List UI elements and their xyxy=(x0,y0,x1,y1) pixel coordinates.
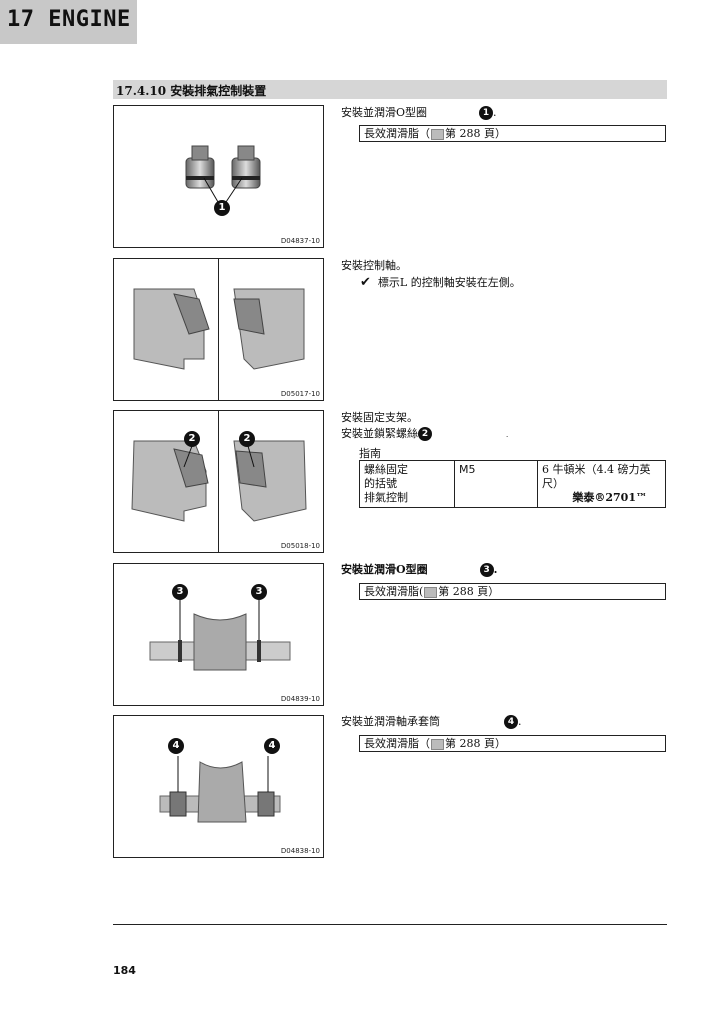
lubricant-ref-1: 長效潤滑脂（第 288 頁） xyxy=(359,125,666,142)
figure-control-shaft: D05017-10 xyxy=(113,258,324,401)
section-heading: 17.4.10 安裝排氣控制裝置 xyxy=(113,80,667,99)
page-ref-icon xyxy=(431,128,444,140)
guide-label: 指南 xyxy=(359,447,381,460)
shaft-illustration xyxy=(149,599,291,671)
figure-callout-3a: 3 xyxy=(172,584,188,600)
step-2-text: 安裝控制軸。 xyxy=(341,259,407,272)
figure-o-rings-shaft: 3 3 D04839-10 xyxy=(113,563,324,706)
lubricant-ref-3: 長效潤滑脂(第 288 頁） xyxy=(359,583,666,600)
step-3-text-a: 安裝固定支架。 xyxy=(341,411,418,424)
lubricant-ref-4: 長效潤滑脂（第 288 頁） xyxy=(359,735,666,752)
chapter-title: 17 ENGINE xyxy=(7,7,131,32)
shaft-sleeve-illustration xyxy=(159,756,281,823)
figure-callout-3b: 3 xyxy=(251,584,267,600)
figure-callout-4a: 4 xyxy=(168,738,184,754)
footer-divider xyxy=(113,924,667,925)
check-icon: ✔ xyxy=(360,275,371,290)
page-ref-icon xyxy=(424,586,438,598)
callout-1: 1 xyxy=(479,106,494,120)
spec-thread: M5 xyxy=(454,460,538,508)
torque-spec-table: 螺絲固定的括號排氣控制 M5 6 牛頓米（4.4 磅力英尺） 樂泰®2701™ xyxy=(359,460,666,508)
figure-callout-2b: 2 xyxy=(239,431,255,447)
callout-3: 3 xyxy=(479,563,494,577)
callout-2: 2 xyxy=(418,427,432,441)
cylinder-illustration xyxy=(133,288,305,370)
chapter-tab: 17 ENGINE xyxy=(0,0,137,44)
figure-divider xyxy=(218,259,219,400)
cylinder-bracket-illustration xyxy=(131,440,307,522)
figure-callout-1: 1 xyxy=(214,200,230,216)
figure-o-rings: 1 D04837-10 xyxy=(113,105,324,248)
figure-callout-2a: 2 xyxy=(184,431,200,447)
figure-bracket-screws: 2 2 D05018-10 xyxy=(113,410,324,553)
figure-callout-4b: 4 xyxy=(264,738,280,754)
spec-torque: 6 牛頓米（4.4 磅力英尺） 樂泰®2701™ xyxy=(537,460,666,508)
spec-description: 螺絲固定的括號排氣控制 xyxy=(359,460,455,508)
section-title: 17.4.10 安裝排氣控制裝置 xyxy=(116,84,267,98)
page-ref-icon xyxy=(431,738,444,750)
o-ring-illustration xyxy=(185,145,261,203)
callout-4: 4 xyxy=(504,715,518,729)
step-2-check: ✔ 標示L 的控制軸安裝在左側。 xyxy=(360,275,521,290)
figure-code: D05017-10 xyxy=(280,390,320,398)
figure-code: D04839-10 xyxy=(280,695,320,703)
figure-code: D05018-10 xyxy=(280,542,320,550)
page-number: 184 xyxy=(113,964,136,977)
figure-bearing-sleeves: 4 4 D04838-10 xyxy=(113,715,324,858)
figure-divider xyxy=(218,411,219,552)
figure-code: D04837-10 xyxy=(280,237,320,245)
figure-code: D04838-10 xyxy=(280,847,320,855)
